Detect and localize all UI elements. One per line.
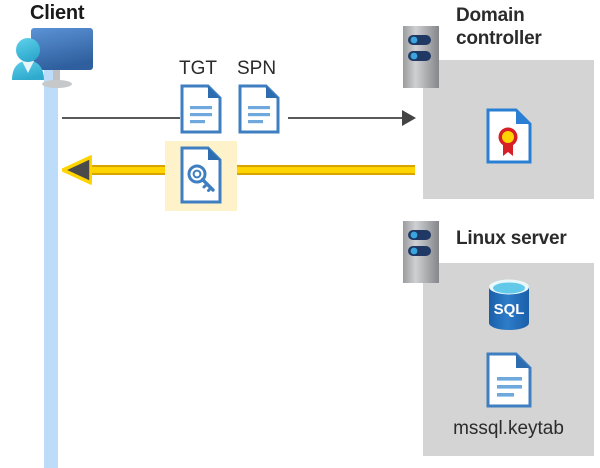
certificate-document-icon (486, 108, 532, 169)
client-title: Client (30, 2, 85, 24)
keytab-document-icon (486, 352, 532, 413)
sql-database-label: SQL (494, 301, 525, 318)
response-arrow-left-segment (84, 165, 180, 175)
domain-controller-server-rack-icon (403, 26, 439, 88)
client-lifeline (44, 60, 58, 468)
domain-controller-title: Domain controller (456, 4, 596, 50)
domain-controller-title-line2: controller (456, 28, 542, 49)
request-arrow-left-segment (62, 117, 180, 119)
linux-server-rack-icon (403, 221, 439, 283)
request-arrow-head-icon (402, 110, 416, 126)
response-arrow-head-icon (61, 155, 93, 185)
response-arrow-right-segment (237, 165, 415, 175)
keytab-filename-label: mssql.keytab (453, 418, 564, 439)
tgt-label: TGT (179, 58, 217, 79)
sql-database-icon: SQL (484, 278, 534, 337)
spn-label: SPN (237, 58, 277, 79)
tgt-document-icon (180, 84, 222, 139)
service-ticket-key-document-icon (180, 146, 222, 209)
linux-server-title: Linux server (456, 228, 567, 249)
client-computer-icon (6, 24, 98, 101)
spn-document-icon (238, 84, 280, 139)
domain-controller-title-line1: Domain (456, 5, 525, 26)
request-arrow-right-segment (288, 117, 404, 119)
